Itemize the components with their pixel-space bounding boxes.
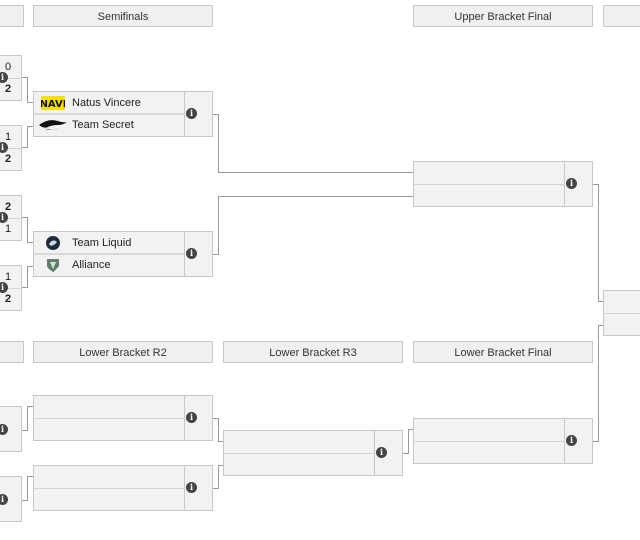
info-icon[interactable]: i [186, 248, 197, 259]
lower-bracket-final-match[interactable] [413, 418, 593, 464]
team-row[interactable]: Alliance [34, 254, 184, 276]
team-name: Alliance [72, 259, 111, 271]
info-icon[interactable]: i [0, 494, 8, 505]
score-column [184, 396, 212, 440]
score-column [564, 162, 592, 206]
lb-r1-match-2[interactable] [0, 476, 22, 522]
divider [604, 313, 640, 314]
qf-match-1[interactable]: 0 2 [0, 55, 22, 101]
liquid-logo-icon [34, 235, 72, 251]
upper-bracket-final-match[interactable] [413, 161, 593, 207]
divider [414, 441, 564, 442]
score-column [564, 419, 592, 463]
qf4-score-top: 1 [0, 266, 21, 289]
info-icon[interactable]: i [186, 412, 197, 423]
svg-text:NAVI: NAVI [41, 99, 65, 110]
lower-bracket-r3-match[interactable] [223, 430, 403, 476]
semifinal-match-1[interactable]: NAVI Natus Vincere Team Secret [33, 91, 213, 137]
team-name: Team Secret [72, 119, 134, 131]
qf-match-2[interactable]: 1 2 [0, 125, 22, 171]
divider [34, 488, 184, 489]
team-row[interactable]: Team Liquid [34, 232, 184, 254]
semifinal-match-2[interactable]: Team Liquid Alliance [33, 231, 213, 277]
score-column [374, 431, 402, 475]
score-column [184, 466, 212, 510]
team-row[interactable]: NAVI Natus Vincere [34, 92, 184, 114]
header-semifinals: Semifinals [33, 5, 213, 27]
qf1-score-top: 0 [0, 56, 21, 79]
navi-logo-icon: NAVI [34, 95, 72, 110]
divider [34, 114, 184, 115]
divider [224, 453, 374, 454]
header-grand-final [603, 5, 640, 27]
qf4-score-bottom: 2 [4, 293, 12, 305]
secret-logo-icon [34, 118, 72, 132]
info-icon[interactable]: i [186, 482, 197, 493]
info-icon[interactable]: i [566, 435, 577, 446]
lb-r1-match-1[interactable] [0, 406, 22, 452]
header-lower-bracket-r1 [0, 341, 24, 363]
qf-match-3[interactable]: 2 1 [0, 195, 22, 241]
alliance-logo-icon [34, 257, 72, 273]
divider [34, 418, 184, 419]
team-name: Team Liquid [72, 236, 132, 249]
info-icon[interactable]: i [0, 212, 8, 223]
divider [34, 254, 184, 255]
lower-bracket-r2-match-2[interactable] [33, 465, 213, 511]
header-lower-bracket-r2: Lower Bracket R2 [33, 341, 213, 363]
divider [414, 184, 564, 185]
header-lower-bracket-r3: Lower Bracket R3 [223, 341, 403, 363]
info-icon[interactable]: i [0, 282, 8, 293]
header-quarterfinals [0, 5, 24, 27]
grand-final-match[interactable] [603, 290, 640, 336]
qf2-score-bottom: 2 [4, 153, 12, 165]
qf1-score-bottom: 2 [4, 83, 12, 95]
info-icon[interactable]: i [376, 447, 387, 458]
info-icon[interactable]: i [566, 178, 577, 189]
score-column [184, 92, 212, 136]
info-icon[interactable]: i [0, 142, 8, 153]
header-lower-bracket-final: Lower Bracket Final [413, 341, 593, 363]
info-icon[interactable]: i [0, 424, 8, 435]
info-icon[interactable]: i [0, 72, 8, 83]
team-name: Natus Vincere [72, 96, 141, 109]
qf3-score-top: 2 [0, 196, 21, 219]
info-icon[interactable]: i [186, 108, 197, 119]
team-row[interactable]: Team Secret [34, 114, 184, 136]
header-upper-bracket-final: Upper Bracket Final [413, 5, 593, 27]
score-column [184, 232, 212, 276]
qf3-score-bottom: 1 [4, 223, 12, 235]
lower-bracket-r2-match-1[interactable] [33, 395, 213, 441]
qf-match-4[interactable]: 1 2 [0, 265, 22, 311]
qf2-score-top: 1 [0, 126, 21, 149]
